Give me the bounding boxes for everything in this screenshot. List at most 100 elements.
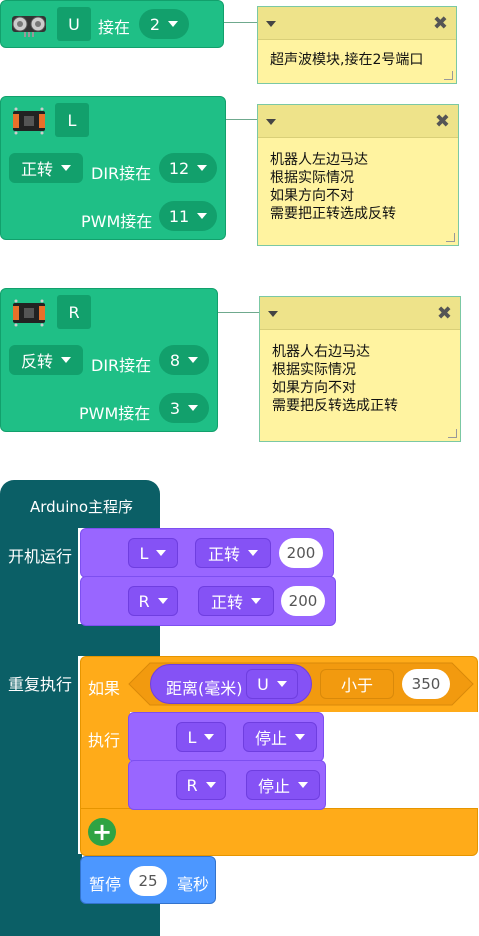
chevron-down-icon [168,21,179,27]
main-title: Arduino主程序 [30,498,134,516]
port-label: 接在 [98,18,131,37]
motor-dropdown[interactable]: L [176,722,226,752]
collapse-icon[interactable] [266,21,276,27]
chevron-down-icon [188,405,199,411]
chevron-down-icon [251,598,261,604]
comment-text[interactable]: 超声波模块,接在2号端口 [270,52,424,68]
motor-run-block[interactable]: R 正转 200 [80,576,336,626]
collapse-icon[interactable] [266,119,276,125]
pwm-label: PWM接在 [81,212,153,231]
motor-value: L [139,543,149,563]
direction-value: 正转 [20,160,53,179]
direction-value: 反转 [20,352,53,371]
motor-value: R [186,775,198,795]
dir-pin-value: 12 [168,158,190,178]
comment-text[interactable]: 机器人左边马达 根据实际情况 如果方向不对 需要把正转选成反转 [270,152,396,222]
motor-left-block[interactable]: L 正转 DIR接在 12 PWM接在 11 [0,96,226,240]
delay-block[interactable]: 暂停 25 毫秒 [80,856,216,904]
ultrasonic-block[interactable]: U 接在 2 [0,0,224,48]
action-dropdown[interactable]: 停止 [243,722,317,752]
then-label: 执行 [88,731,121,750]
comment-motor-left[interactable]: ✖ 机器人左边马达 根据实际情况 如果方向不对 需要把正转选成反转 [257,104,459,246]
add-branch-icon[interactable]: + [88,818,116,846]
chevron-down-icon [295,734,305,740]
motor-driver-icon [10,106,48,136]
chevron-down-icon [157,598,168,604]
motor-dropdown[interactable]: L [128,538,178,568]
action-value: 停止 [257,777,290,796]
comment-text[interactable]: 机器人右边马达 根据实际情况 如果方向不对 需要把反转选成正转 [272,344,398,414]
chevron-down-icon [61,357,71,363]
comment-connector [226,119,258,120]
motor-stop-block[interactable]: R 停止 [128,760,326,810]
direction-dropdown[interactable]: 正转 [195,538,271,568]
resize-handle[interactable] [446,233,455,242]
motor-stop-block[interactable]: L 停止 [128,712,324,762]
delay-label: 暂停 [89,875,122,894]
motor-right-name: R [57,295,91,329]
motor-driver-icon [10,298,48,328]
motor-right-block[interactable]: R 反转 DIR接在 8 PWM接在 3 [0,288,218,432]
sensor-dropdown[interactable]: U [246,669,298,699]
chevron-down-icon [197,165,208,171]
main-program-block[interactable]: Arduino主程序 开机运行 重复执行 [0,480,160,936]
motor-value: L [187,727,197,747]
chevron-down-icon [156,550,167,556]
distance-label: 距离(毫米) [166,679,243,698]
pwm-pin-value: 3 [169,398,181,418]
threshold-input[interactable]: 350 [402,669,450,699]
chevron-down-icon [248,550,258,556]
port-dropdown[interactable]: 2 [139,9,189,39]
resize-handle[interactable] [444,71,453,80]
chevron-down-icon [204,734,215,740]
pwm-pin-dropdown[interactable]: 11 [159,201,217,231]
action-dropdown[interactable]: 停止 [246,770,320,800]
port-value: 2 [149,14,161,34]
speed-input[interactable]: 200 [279,538,323,568]
motor-dropdown[interactable]: R [128,586,178,616]
chevron-down-icon [61,165,71,171]
comment-ultrasonic[interactable]: ✖ 超声波模块,接在2号端口 [257,6,457,84]
pwm-pin-dropdown[interactable]: 3 [159,393,209,423]
chevron-down-icon [197,213,208,219]
resize-handle[interactable] [448,429,457,438]
loop-label: 重复执行 [8,675,73,694]
operator-value: 小于 [340,676,373,695]
motor-value: R [138,591,150,611]
chevron-down-icon [205,782,216,788]
pwm-label: PWM接在 [79,404,151,423]
motor-dropdown[interactable]: R [176,770,226,800]
close-icon[interactable]: ✖ [436,303,452,324]
ultrasonic-sensor-icon [10,10,48,38]
sensor-value: U [257,674,269,694]
close-icon[interactable]: ✖ [434,111,450,132]
delay-input[interactable]: 25 [129,866,167,896]
pwm-pin-value: 11 [168,206,190,226]
motor-left-name: L [55,103,89,137]
collapse-icon[interactable] [268,311,278,317]
condition-block[interactable]: 距离(毫米) U 小于 350 [128,662,474,706]
comment-connector [218,312,260,313]
dir-label: DIR接在 [91,164,152,183]
motor-run-block[interactable]: L 正转 200 [80,528,334,578]
setup-label: 开机运行 [8,547,73,566]
close-icon[interactable]: ✖ [432,13,448,34]
speed-input[interactable]: 200 [281,586,325,616]
if-label: 如果 [88,679,121,698]
chevron-down-icon [188,357,199,363]
dir-pin-dropdown[interactable]: 8 [159,345,209,375]
dir-label: DIR接在 [91,356,152,375]
if-block-footer [80,808,478,856]
delay-unit: 毫秒 [177,875,210,894]
comment-motor-right[interactable]: ✖ 机器人右边马达 根据实际情况 如果方向不对 需要把反转选成正转 [259,296,461,442]
direction-dropdown[interactable]: 反转 [9,345,83,375]
direction-dropdown[interactable]: 正转 [9,153,83,183]
if-block-arm [80,710,130,810]
direction-dropdown[interactable]: 正转 [198,586,274,616]
dir-pin-dropdown[interactable]: 12 [159,153,217,183]
dir-pin-value: 8 [169,350,181,370]
action-value: 停止 [254,729,287,748]
direction-value: 正转 [207,545,240,564]
ultrasonic-name: U [57,7,91,41]
operator-dropdown[interactable]: 小于 [320,669,394,699]
